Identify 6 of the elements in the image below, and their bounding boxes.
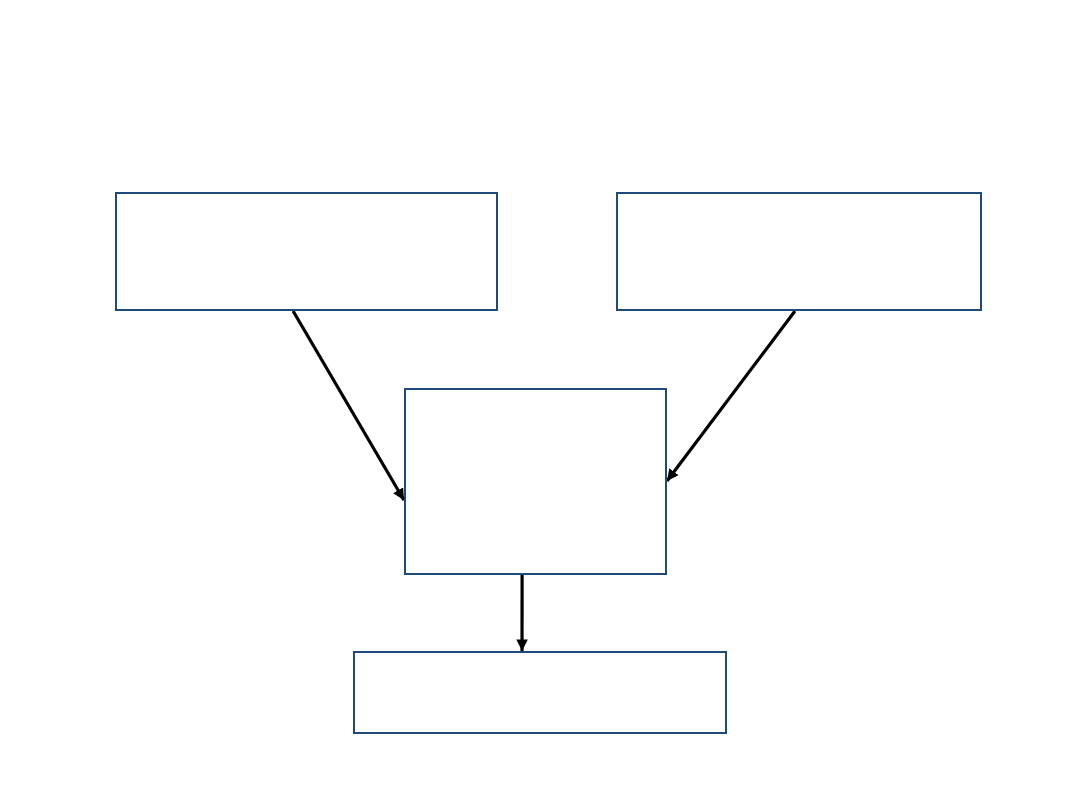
arrow bbox=[516, 575, 528, 651]
empty-box bbox=[115, 192, 498, 311]
arrow bbox=[291, 310, 406, 501]
empty-box bbox=[616, 192, 982, 311]
empty-box bbox=[353, 651, 727, 734]
empty-box bbox=[404, 388, 667, 575]
